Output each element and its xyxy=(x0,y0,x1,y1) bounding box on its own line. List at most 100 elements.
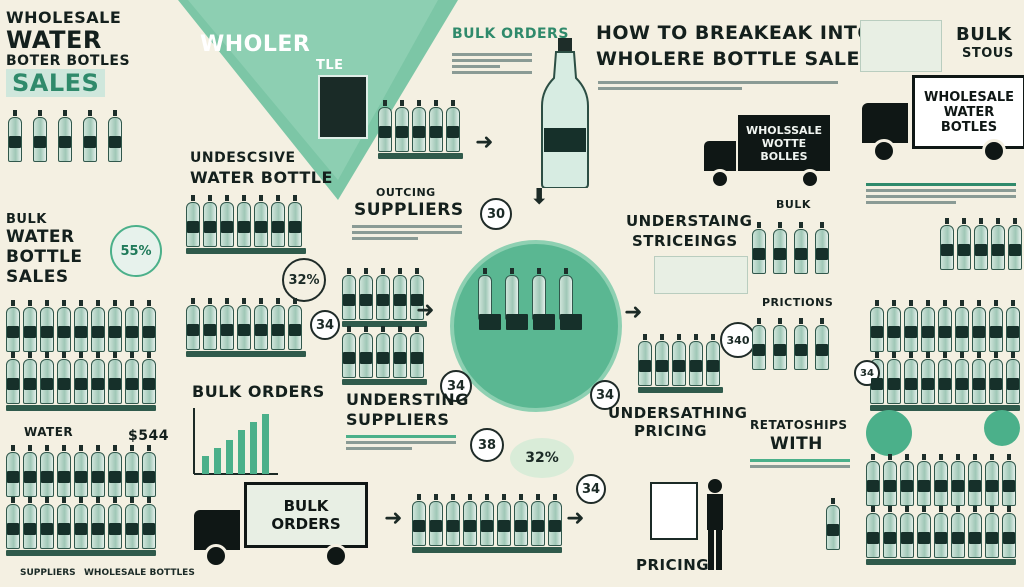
left-title-line4: SALES xyxy=(6,69,106,97)
truck-right: WHOLESALE WATER BOTLES xyxy=(862,75,1024,167)
bottle xyxy=(900,506,914,558)
truck-bottom-sign-line1: BULK xyxy=(283,497,329,515)
truck-middle-sign: WHOLSSALE WOTTE BOLLES xyxy=(738,115,830,171)
bottle xyxy=(91,497,105,549)
bottle xyxy=(393,326,407,378)
bottle xyxy=(985,454,999,506)
bottle xyxy=(271,195,285,247)
bottle xyxy=(957,218,971,270)
truck-middle: WHOLSSALE WOTTE BOLLES xyxy=(704,115,832,191)
truck-right-sign: WHOLESALE WATER BOTLES xyxy=(912,75,1024,149)
bottle xyxy=(342,268,356,320)
bottle xyxy=(921,352,935,404)
stricings-heading: STRICEINGS xyxy=(632,232,738,250)
bottle xyxy=(395,100,409,152)
round-label-right xyxy=(866,410,912,456)
bottle xyxy=(752,222,770,284)
bottle xyxy=(125,300,139,352)
bottle xyxy=(968,506,982,558)
right-bottle-row-2 xyxy=(752,318,833,380)
bottle xyxy=(794,222,812,284)
bottle xyxy=(532,268,556,362)
bottle xyxy=(826,498,844,558)
bottle xyxy=(57,445,71,497)
bottle xyxy=(480,494,494,546)
bulk-right-heading-2: STOUS xyxy=(962,46,1014,61)
suppliers-label: SUPPLIERS xyxy=(354,200,464,220)
bottle xyxy=(794,318,812,380)
badge-34-d: 34 xyxy=(576,474,606,504)
bottle xyxy=(412,494,426,546)
retatoships-text xyxy=(750,456,850,471)
bottle xyxy=(904,352,918,404)
bottle xyxy=(991,218,1005,270)
pallet-left-center-3 xyxy=(342,326,427,385)
bottle xyxy=(706,334,720,386)
bottle xyxy=(887,352,901,404)
bottle xyxy=(23,497,37,549)
pricitions-label: PRICTIONS xyxy=(762,296,834,309)
bottle xyxy=(974,218,988,270)
bottle xyxy=(951,454,965,506)
businessman-icon xyxy=(707,479,723,570)
main-title-line2: WHOLERE BOTTLE SALES xyxy=(596,48,875,70)
undescsive-line2: WATER BOTTLE xyxy=(190,168,333,187)
bottle xyxy=(108,110,130,178)
bulk-water-line2: WATER xyxy=(6,227,75,247)
bottle xyxy=(186,298,200,350)
bottle xyxy=(917,454,931,506)
bottle xyxy=(125,445,139,497)
bottle xyxy=(531,494,545,546)
bottle xyxy=(463,494,477,546)
bottle xyxy=(429,494,443,546)
bottle xyxy=(203,298,217,350)
bottle xyxy=(989,352,1003,404)
bottle xyxy=(989,300,1003,352)
bottle xyxy=(870,352,884,404)
bottle xyxy=(968,454,982,506)
bottle xyxy=(514,494,528,546)
left-pallet-2 xyxy=(6,445,156,556)
bottle xyxy=(1002,506,1016,558)
bottle xyxy=(376,326,390,378)
bottle xyxy=(142,445,156,497)
bulk-water-line3: BOTTLE xyxy=(6,247,83,267)
bottle xyxy=(934,454,948,506)
water-left-label: WATER xyxy=(24,425,74,439)
badge-34-c: 34 xyxy=(590,380,620,410)
bar-chart-icon xyxy=(193,408,278,475)
bottle xyxy=(203,195,217,247)
bottle xyxy=(142,352,156,404)
arrow-right-4: ➜ xyxy=(384,506,403,531)
pallet-upper-mid xyxy=(186,195,306,254)
bottle xyxy=(972,352,986,404)
bottle xyxy=(23,300,37,352)
arrow-right-1: ➜ xyxy=(475,130,494,155)
understing-suppliers-text xyxy=(346,432,456,453)
badge-32-percent-b: 32% xyxy=(510,438,574,478)
bottle xyxy=(883,506,897,558)
understating-pricing-line1: UNDERSATHING xyxy=(608,404,748,422)
arrow-right-3: ➜ xyxy=(624,300,643,325)
bottle xyxy=(940,218,954,270)
understaing-heading: UNDERSTAING xyxy=(626,212,753,230)
arrow-down-center: ⬇ xyxy=(530,185,549,210)
bottle xyxy=(378,100,392,152)
bottle xyxy=(1006,300,1020,352)
pallet-top-center xyxy=(378,100,463,159)
bottle xyxy=(91,445,105,497)
bottle xyxy=(815,318,833,380)
retatoships-line2: WITH xyxy=(770,434,823,454)
pallet-bottom-center xyxy=(412,494,562,553)
round-label-right-2 xyxy=(984,410,1020,446)
left-bottle-row-1 xyxy=(8,110,130,178)
truck-bottom: BULK ORDERS xyxy=(194,482,368,572)
bottle xyxy=(559,268,583,362)
bottle xyxy=(1006,352,1020,404)
badge-32-percent: 32% xyxy=(282,258,326,302)
pricing-bottom-label: PRICING xyxy=(636,556,710,574)
bottle xyxy=(6,497,20,549)
bottle xyxy=(57,352,71,404)
bottle xyxy=(904,300,918,352)
